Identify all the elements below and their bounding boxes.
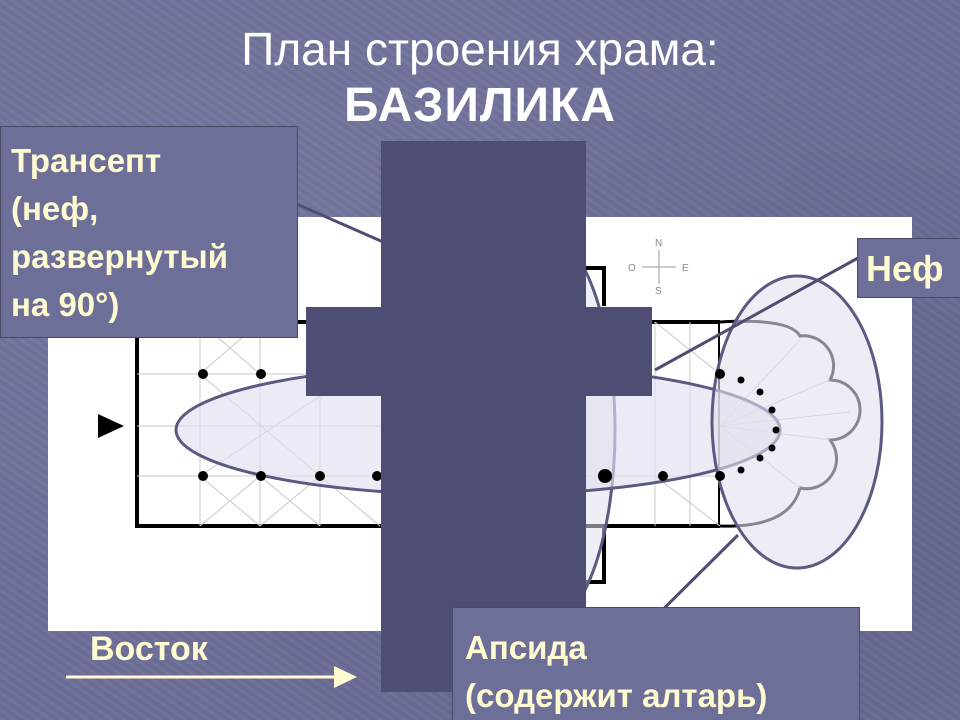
transept-label-line-4: на 90°) bbox=[11, 286, 120, 323]
compass-east: E bbox=[682, 263, 689, 274]
transept-leader bbox=[291, 200, 391, 247]
nave-label: Неф bbox=[866, 248, 944, 289]
transept-label-line-2: (неф, bbox=[11, 190, 99, 227]
east-arrow-head-icon bbox=[334, 666, 357, 688]
compass-icon bbox=[642, 250, 676, 284]
nave-leader bbox=[654, 256, 859, 372]
cross-shape-vertical bbox=[381, 141, 586, 692]
cross-shape-horizontal bbox=[306, 307, 652, 396]
east-direction-label: Восток bbox=[90, 630, 208, 668]
apse-ellipse bbox=[710, 274, 884, 570]
compass-south: S bbox=[655, 286, 662, 297]
nave-callout: Неф bbox=[857, 238, 960, 298]
transept-label-line-1: Трансепт bbox=[11, 142, 162, 179]
entrance-marker-icon bbox=[98, 414, 124, 438]
title-line-2: БАЗИЛИКА bbox=[343, 79, 617, 132]
column-dots bbox=[198, 369, 780, 483]
apse-callout: Апсида (содержит алтарь) bbox=[452, 607, 860, 720]
compass-north: N bbox=[655, 238, 662, 249]
transept-label-line-3: развернутый bbox=[11, 238, 228, 275]
apse-label-line-2: (содержит алтарь) bbox=[465, 677, 768, 714]
compass-west: O bbox=[628, 263, 636, 274]
apse-label-line-1: Апсида bbox=[465, 629, 587, 666]
title-line-1: План строения храма: bbox=[241, 23, 719, 75]
transept-callout: Трансепт (неф, развернутый на 90°) bbox=[0, 126, 298, 338]
